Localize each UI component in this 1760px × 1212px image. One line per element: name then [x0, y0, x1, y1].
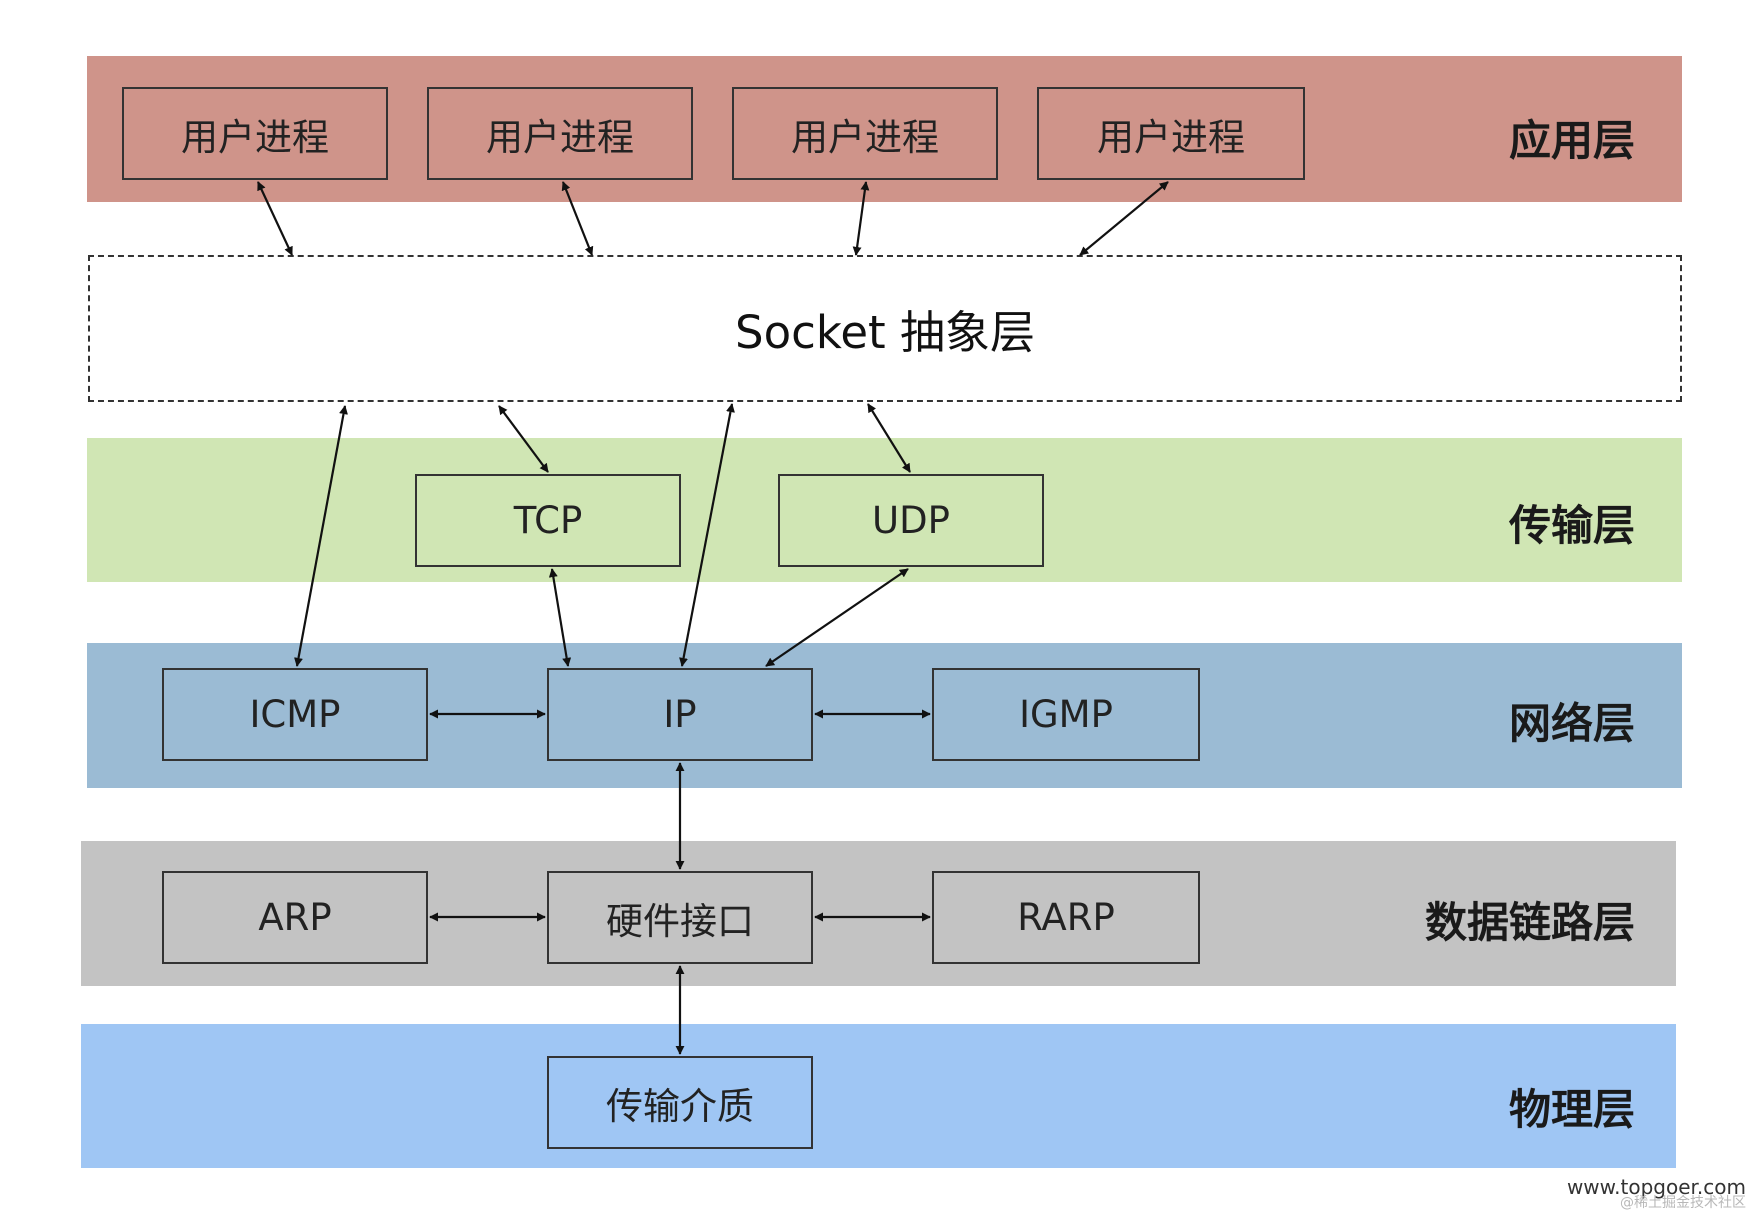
user-process-box-1: 用户进程: [122, 87, 388, 180]
application-layer-label: 应用层: [1508, 116, 1635, 165]
arrow-socket-tcp: [498, 405, 549, 473]
arrow-process4-socket: [1079, 181, 1169, 256]
tcp-box: TCP: [415, 474, 681, 567]
arrow-process1-socket: [257, 181, 293, 256]
user-process-box-4: 用户进程: [1037, 87, 1305, 180]
ip-box: IP: [547, 668, 813, 761]
datalink-layer-label: 数据链路层: [1424, 898, 1635, 947]
application-layer-band: [87, 56, 1682, 202]
arrow-udp-ip: [765, 568, 909, 667]
site-watermark: www.topgoer.com: [1566, 1175, 1746, 1199]
physical-layer-label: 物理层: [1508, 1085, 1635, 1134]
transmission-medium-box: 传输介质: [547, 1056, 813, 1149]
arrow-tcp-ip: [548, 568, 572, 667]
arrow-socket-ip: [679, 403, 735, 667]
arrow-socket-udp: [867, 403, 911, 473]
transport-layer-label: 传输层: [1508, 501, 1635, 550]
community-watermark: @稀土掘金技术社区: [1620, 1195, 1746, 1211]
hardware-interface-box: 硬件接口: [547, 871, 813, 964]
network-layer-label: 网络层: [1508, 699, 1635, 748]
arrow-process2-socket: [561, 181, 594, 256]
user-process-box-2: 用户进程: [427, 87, 693, 180]
igmp-box: IGMP: [932, 668, 1200, 761]
user-process-box-3: 用户进程: [732, 87, 998, 180]
arp-box: ARP: [162, 871, 428, 964]
udp-box: UDP: [778, 474, 1044, 567]
rarp-box: RARP: [932, 871, 1200, 964]
physical-layer-band: [81, 1024, 1676, 1168]
socket-abstraction-layer: Socket 抽象层: [88, 255, 1682, 402]
icmp-box: ICMP: [162, 668, 428, 761]
arrow-socket-icmp: [294, 405, 348, 667]
arrow-process3-socket: [852, 181, 870, 256]
